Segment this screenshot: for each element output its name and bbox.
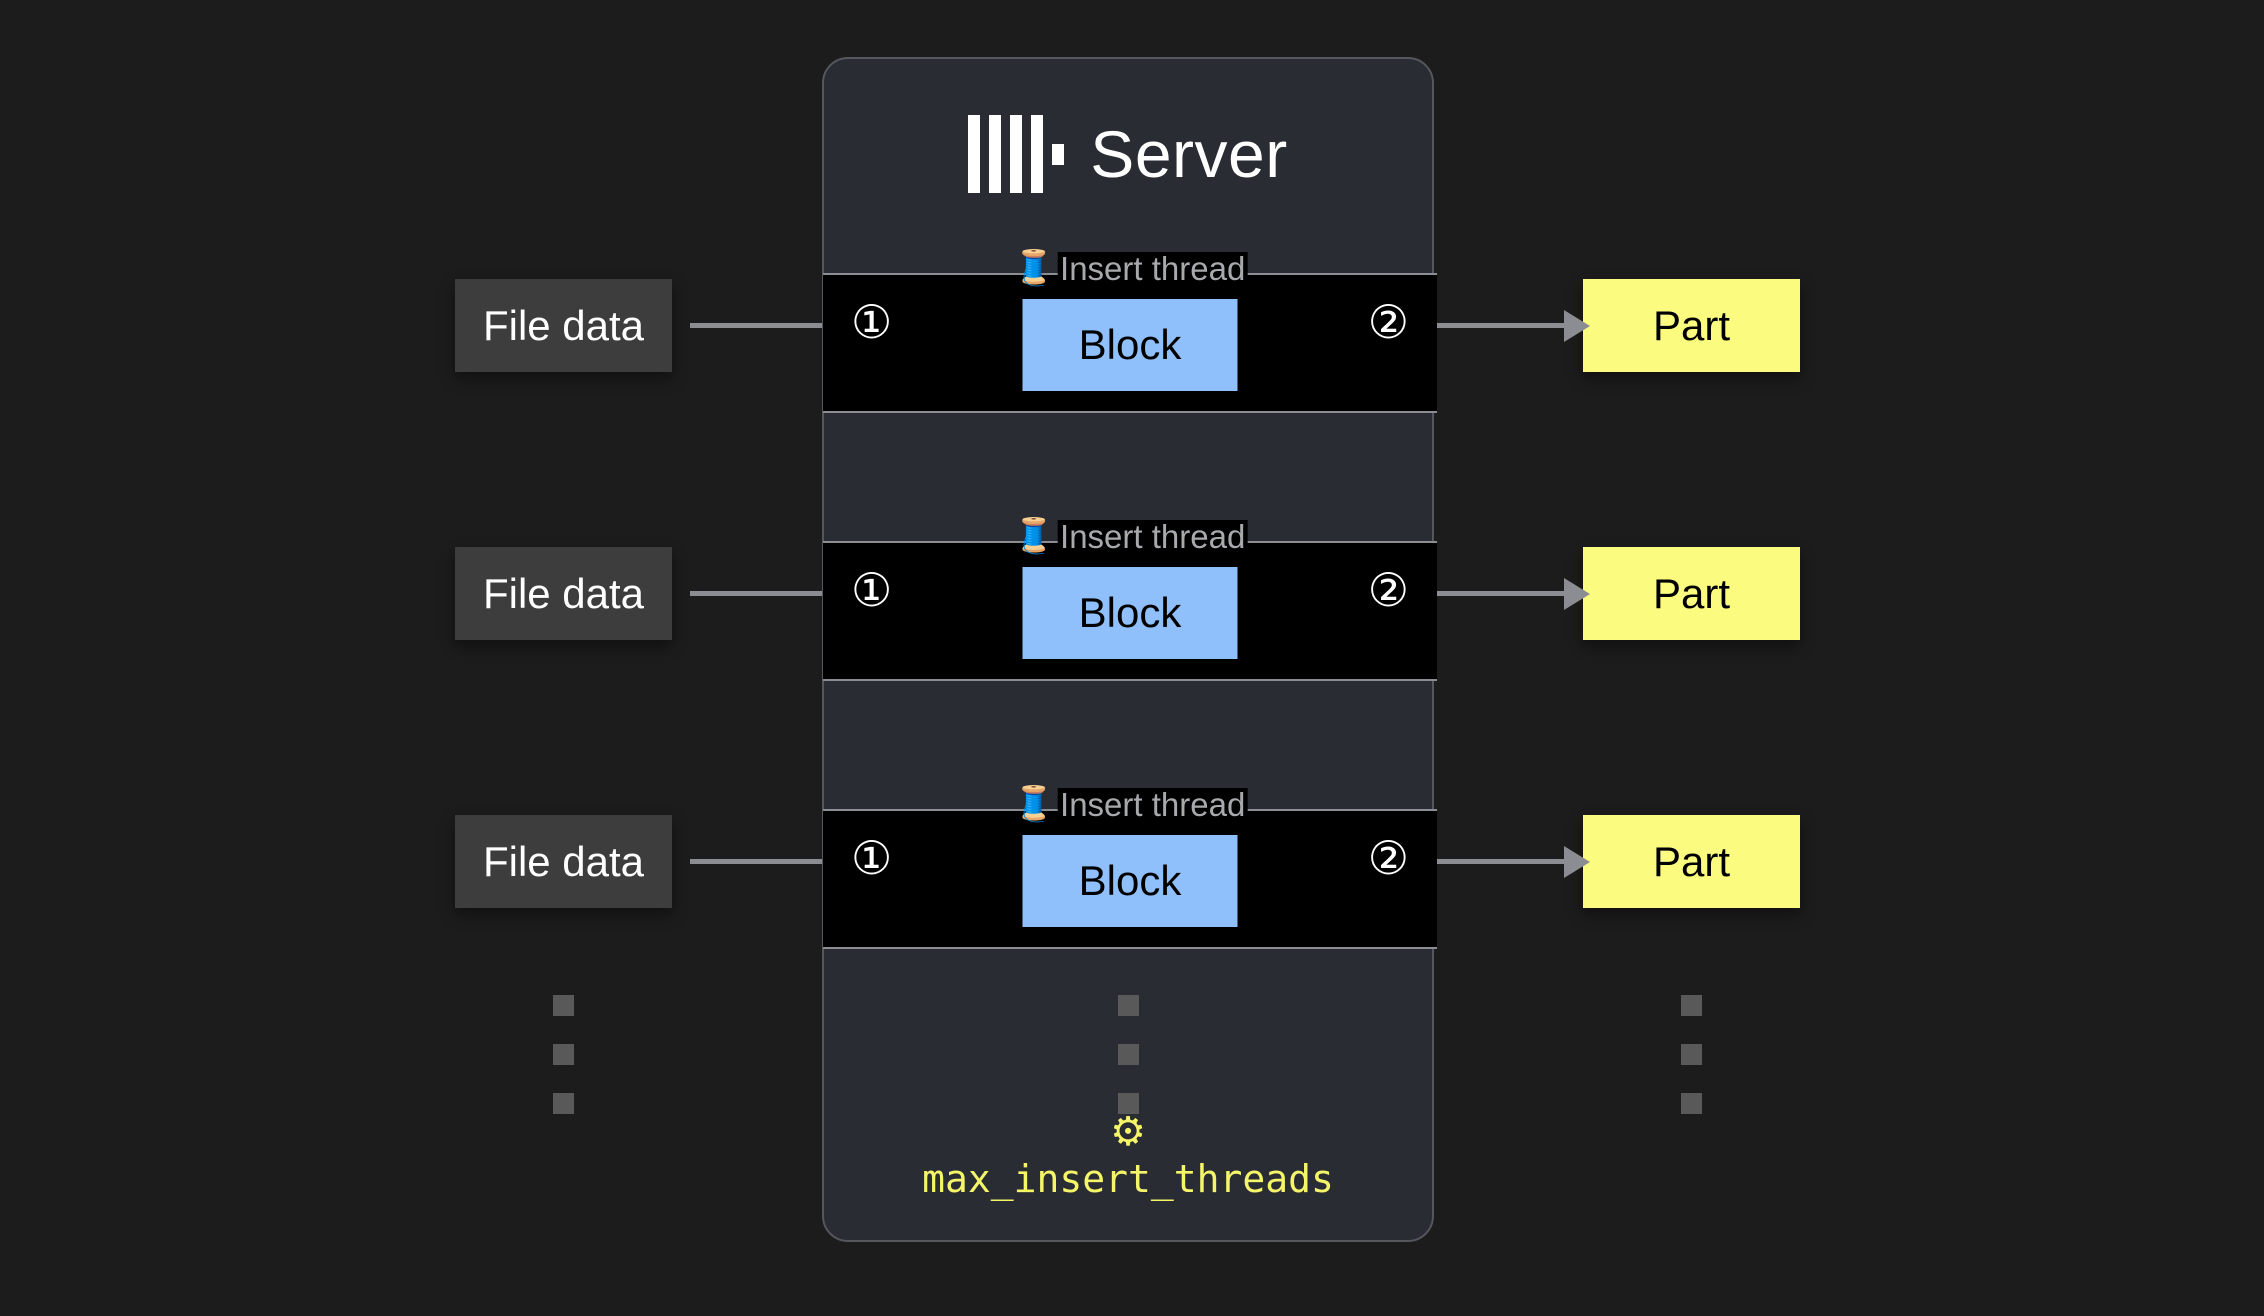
block-box: Block xyxy=(1022,299,1238,391)
file-data-label: File data xyxy=(482,569,645,617)
block-label: Block xyxy=(1078,857,1182,904)
file-data-box: File data xyxy=(455,815,672,908)
step-marker-one: ① xyxy=(851,831,893,885)
insert-thread-legend: 🧵 Insert thread xyxy=(1011,251,1250,285)
insert-thread-row: 🧵 Insert thread ① ② Block xyxy=(823,787,1437,949)
part-box: Part xyxy=(1583,815,1800,908)
block-box: Block xyxy=(1022,835,1238,927)
insert-thread-row: 🧵 Insert thread ① ② Block xyxy=(823,519,1437,681)
vertical-ellipsis-icon xyxy=(553,995,574,1114)
part-box: Part xyxy=(1583,279,1800,372)
server-card: Server 🧵 Insert thread ① ② Block 🧵 Inser… xyxy=(822,57,1437,1242)
part-label: Part xyxy=(1652,301,1731,349)
gear-icon: ⚙ xyxy=(1110,1109,1146,1155)
file-data-label: File data xyxy=(482,837,645,885)
insert-thread-label: Insert thread xyxy=(1058,249,1248,287)
file-data-box: File data xyxy=(455,547,672,640)
server-title: Server xyxy=(1090,117,1288,191)
thread-spool-icon: 🧵 xyxy=(1012,785,1056,823)
server-header: Server xyxy=(824,99,1432,209)
block-label: Block xyxy=(1078,321,1182,368)
vertical-ellipsis-icon xyxy=(1118,995,1139,1114)
file-data-box: File data xyxy=(455,279,672,372)
insert-thread-label: Insert thread xyxy=(1058,785,1248,823)
step-marker-two: ② xyxy=(1367,831,1409,885)
block-box: Block xyxy=(1022,567,1238,659)
thread-spool-icon: 🧵 xyxy=(1012,249,1056,287)
insert-thread-legend: 🧵 Insert thread xyxy=(1011,787,1250,821)
insert-thread-label: Insert thread xyxy=(1058,517,1248,555)
vertical-ellipsis-icon xyxy=(1681,995,1702,1114)
step-marker-one: ① xyxy=(851,563,893,617)
step-marker-two: ② xyxy=(1367,563,1409,617)
step-marker-two: ② xyxy=(1367,295,1409,349)
part-label: Part xyxy=(1652,569,1731,617)
setting-name: max_insert_threads xyxy=(922,1157,1334,1201)
thread-spool-icon: 🧵 xyxy=(1012,517,1056,555)
insert-thread-legend: 🧵 Insert thread xyxy=(1011,519,1250,553)
step-marker-one: ① xyxy=(851,295,893,349)
part-label: Part xyxy=(1652,837,1731,885)
setting-footer: ⚙ max_insert_threads xyxy=(824,1112,1432,1198)
part-box: Part xyxy=(1583,547,1800,640)
block-label: Block xyxy=(1078,589,1182,636)
file-data-label: File data xyxy=(482,301,645,349)
clickhouse-logo-icon xyxy=(968,115,1065,193)
insert-thread-row: 🧵 Insert thread ① ② Block xyxy=(823,251,1437,413)
